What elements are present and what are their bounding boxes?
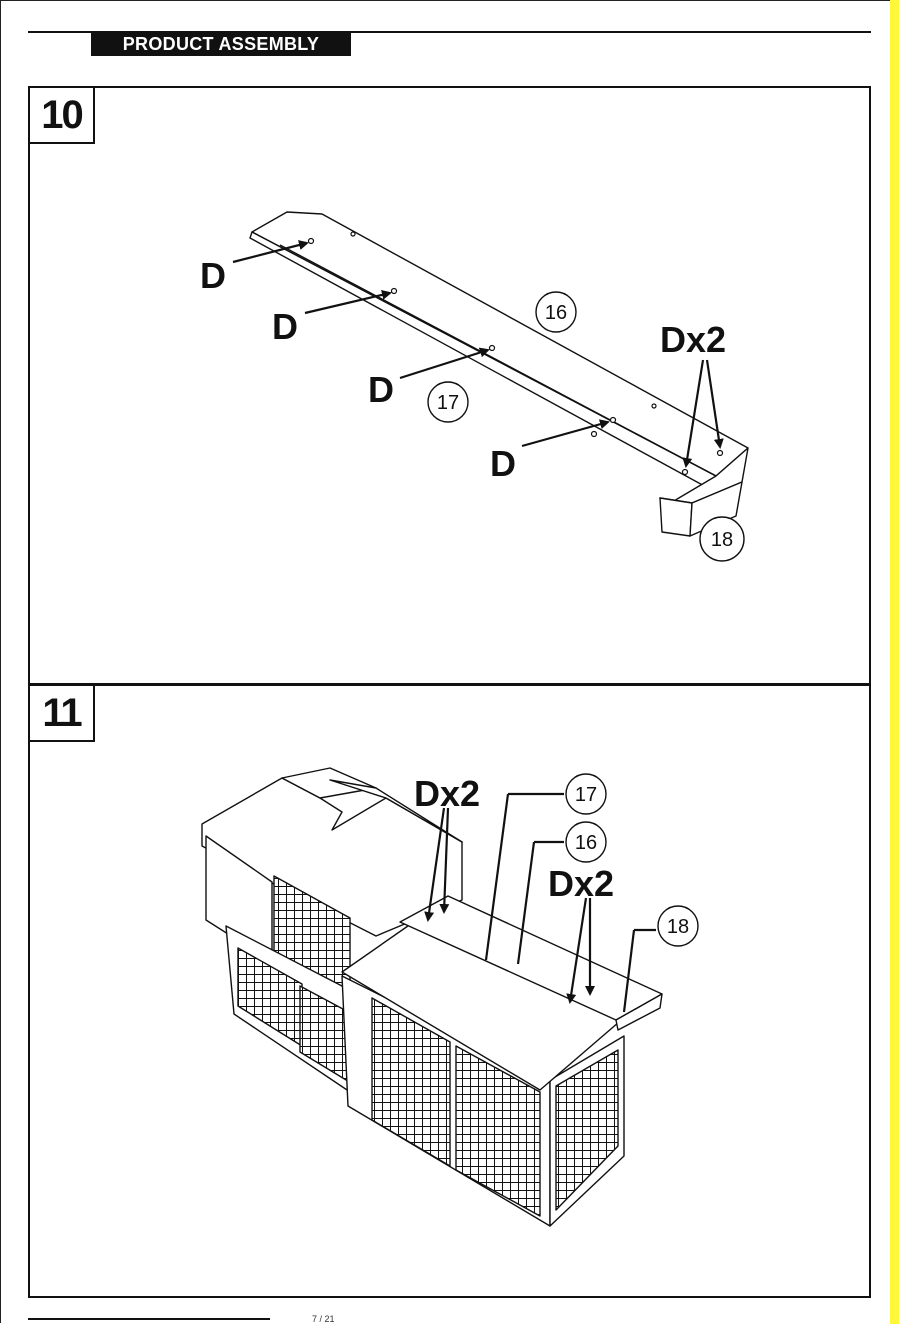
step-11-illustration: Dx2 Dx2 17 16 18 bbox=[30, 686, 873, 1300]
step-10-illustration: D D D D Dx2 16 17 18 bbox=[30, 88, 873, 687]
hardware-label-d: D bbox=[272, 306, 298, 347]
part-number-18: 18 bbox=[711, 529, 733, 551]
section-title: PRODUCT ASSEMBLY bbox=[91, 33, 351, 56]
hardware-label-d: D bbox=[490, 443, 516, 484]
hardware-label-dx2: Dx2 bbox=[660, 319, 726, 360]
edge-color-strip bbox=[890, 0, 899, 1324]
part-number-17: 17 bbox=[575, 784, 597, 806]
footer-text: 7 / 21 bbox=[312, 1314, 335, 1324]
part-number-16: 16 bbox=[575, 832, 597, 854]
hardware-label-d: D bbox=[200, 255, 226, 296]
footer-rule bbox=[28, 1318, 270, 1320]
part-number-18: 18 bbox=[667, 916, 689, 938]
roof-ridge-board-drawing bbox=[250, 212, 748, 536]
hardware-label-dx2: Dx2 bbox=[414, 773, 480, 814]
hardware-label-dx2: Dx2 bbox=[548, 863, 614, 904]
step-10-panel: 10 bbox=[28, 86, 871, 685]
part-number-17: 17 bbox=[437, 392, 459, 414]
step-11-panel: 11 bbox=[28, 684, 871, 1298]
part-number-16: 16 bbox=[545, 302, 567, 324]
hardware-label-d: D bbox=[368, 369, 394, 410]
